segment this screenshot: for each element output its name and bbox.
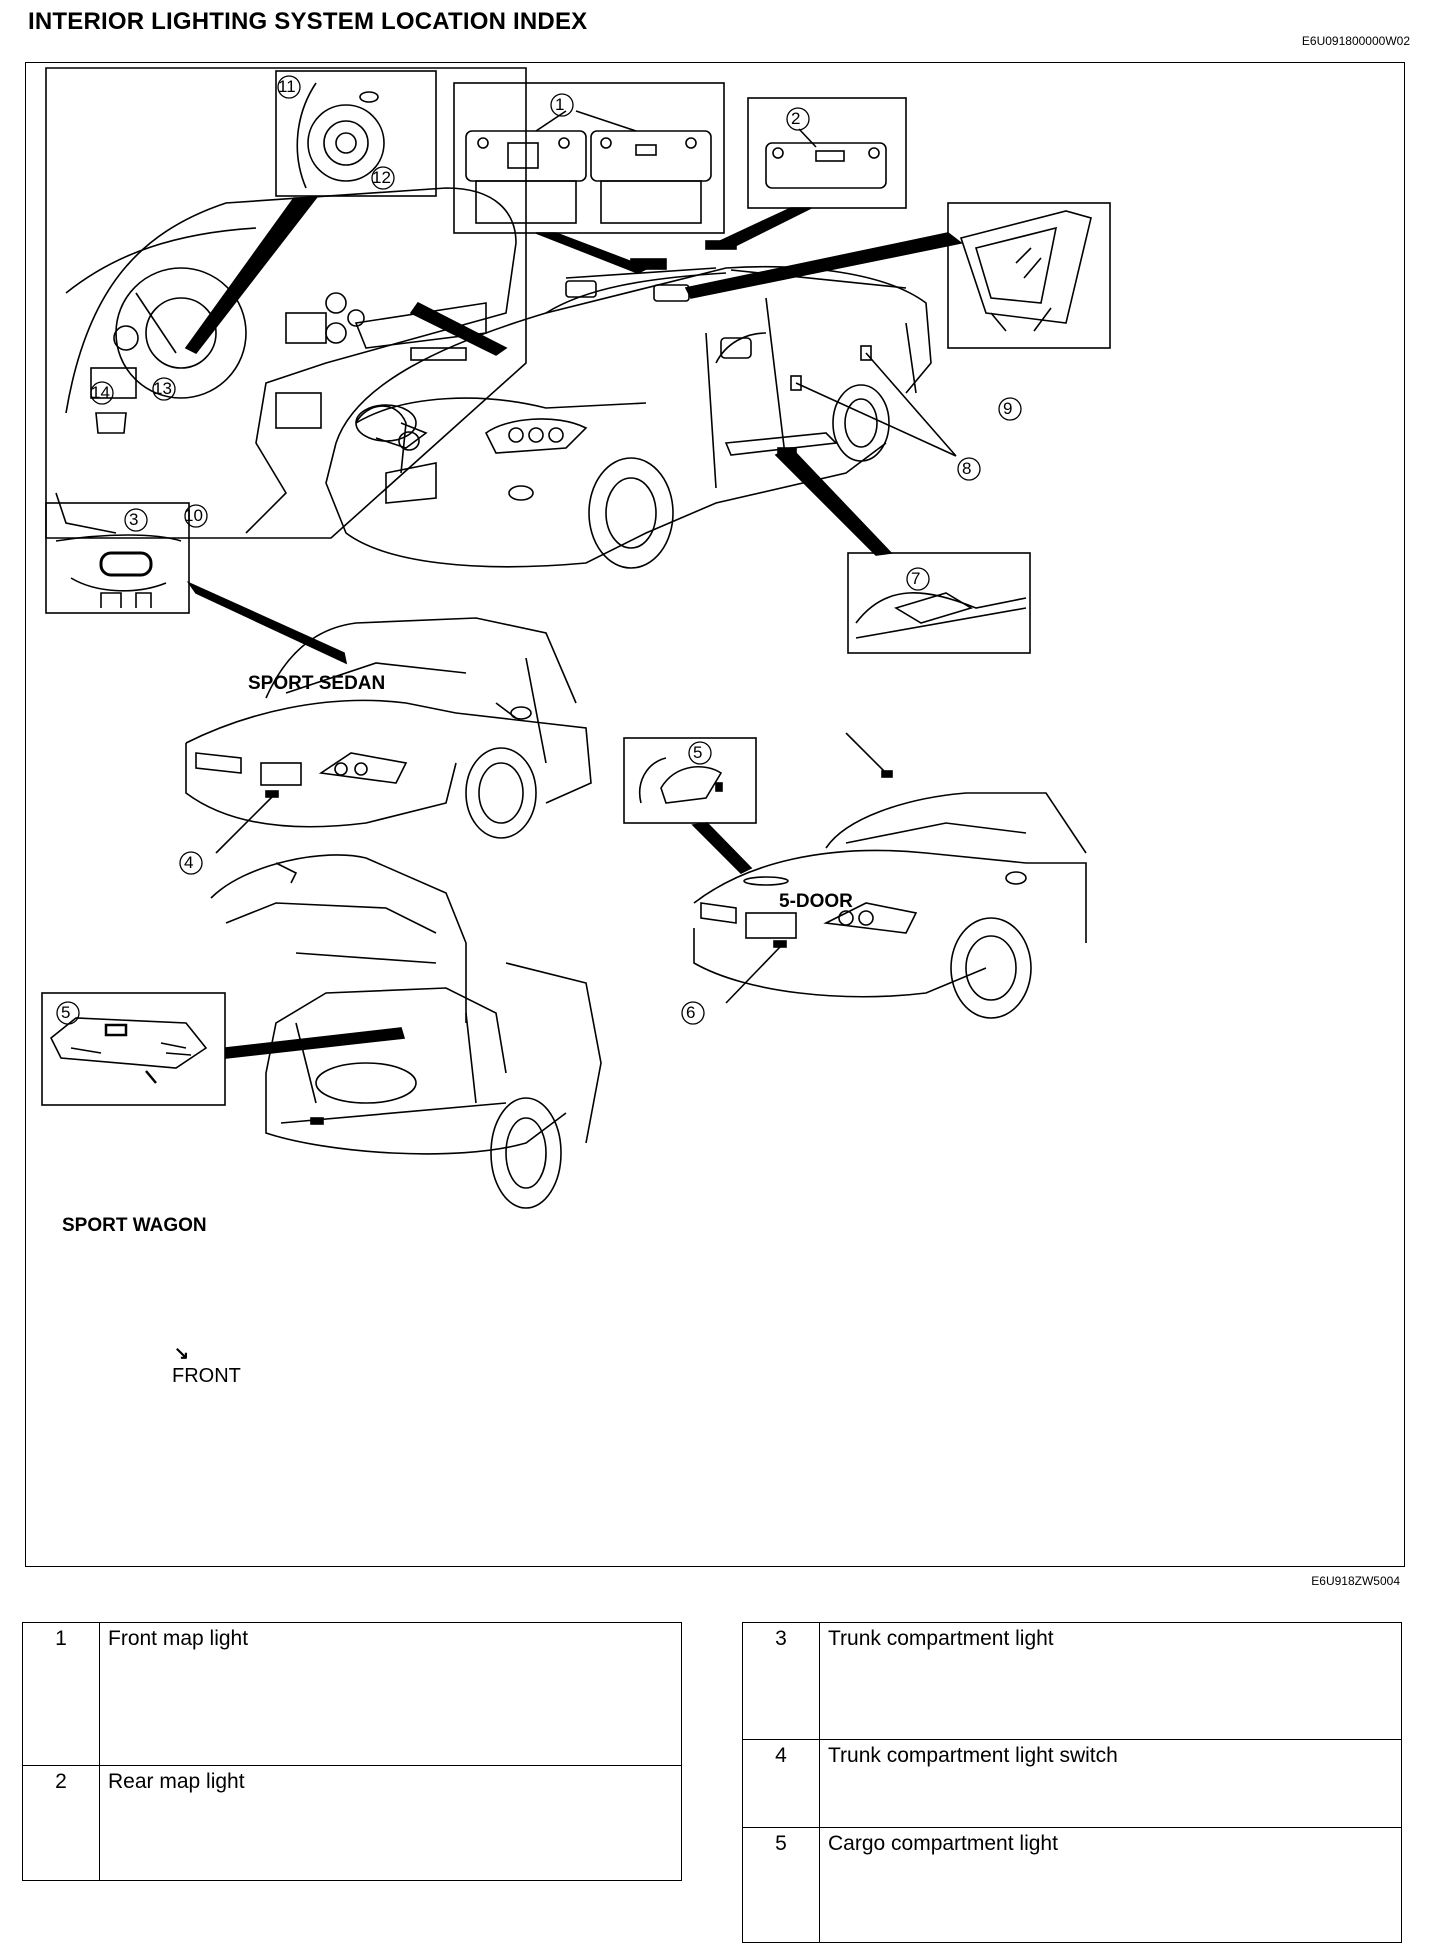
rear-map-light-inset	[713, 97, 907, 249]
sport-sedan-rear-drawing	[185, 617, 592, 854]
front-map-light-inset	[453, 82, 725, 274]
legend-row: 3 Trunk compartment light	[742, 1622, 1402, 1740]
sport-wagon-inset	[41, 992, 406, 1106]
legend-number: 3	[742, 1622, 820, 1740]
legend-table-left: 1 Front map light 2 Rear map light	[22, 1622, 682, 1881]
legend-number: 1	[22, 1622, 100, 1766]
callout-11: 11	[278, 77, 296, 96]
callout-12: 12	[372, 168, 391, 187]
callout-8: 8	[962, 459, 972, 478]
vanity-mirror-inset	[684, 202, 1111, 349]
legend-row: 5 Cargo compartment light	[742, 1827, 1402, 1943]
front-arrow-icon: ↘	[174, 1343, 190, 1363]
main-sedan-drawing	[325, 240, 957, 569]
label-sport-sedan: SPORT SEDAN	[248, 673, 386, 694]
callout-9: 9	[1003, 399, 1013, 418]
legend-row: 1 Front map light	[22, 1622, 682, 1766]
illustration	[41, 67, 1111, 1209]
legend-number: 5	[742, 1827, 820, 1943]
legend-description: Trunk compartment light	[819, 1622, 1402, 1740]
legend-description: Trunk compartment light switch	[819, 1739, 1402, 1828]
dashboard-inset	[45, 67, 527, 539]
callout-5-wagon: 5	[61, 1003, 71, 1022]
sport-wagon-drawing	[210, 854, 602, 1209]
callout-3: 3	[129, 510, 139, 529]
legend-description: Cargo compartment light	[819, 1827, 1402, 1943]
label-five-door: 5-DOOR	[779, 891, 853, 912]
page-title: INTERIOR LIGHTING SYSTEM LOCATION INDEX	[28, 8, 588, 35]
callout-5-five-door: 5	[693, 743, 703, 762]
label-sport-wagon: SPORT WAGON	[62, 1215, 207, 1236]
figure-code: E6U918ZW5004	[1311, 1574, 1400, 1588]
callout-1: 1	[555, 95, 565, 114]
courtesy-light-inset	[774, 447, 1031, 654]
callout-4: 4	[184, 853, 194, 872]
callout-14: 14	[91, 383, 110, 402]
legend-number: 4	[742, 1739, 820, 1828]
callout-13: 13	[153, 379, 172, 398]
document-code: E6U091800000W02	[1301, 34, 1410, 48]
callout-6: 6	[686, 1003, 696, 1022]
legend-table-right: 3 Trunk compartment light 4 Trunk compar…	[742, 1622, 1402, 1943]
location-index-figure: 1 2 3 4 5 5 6 7 8 9 10 11 12 13 14 SPORT…	[25, 62, 1405, 1567]
callout-7: 7	[911, 569, 921, 588]
callout-markers	[56, 75, 1022, 1025]
callout-2: 2	[791, 109, 801, 128]
label-front: FRONT	[172, 1365, 241, 1387]
legend-row: 2 Rear map light	[22, 1765, 682, 1881]
five-door-inset	[623, 737, 757, 874]
legend-number: 2	[22, 1765, 100, 1881]
legend-row: 4 Trunk compartment light switch	[742, 1739, 1402, 1828]
legend-description: Front map light	[99, 1622, 682, 1766]
callout-10: 10	[184, 506, 203, 525]
legend-description: Rear map light	[99, 1765, 682, 1881]
five-door-rear-drawing	[693, 732, 1087, 1019]
